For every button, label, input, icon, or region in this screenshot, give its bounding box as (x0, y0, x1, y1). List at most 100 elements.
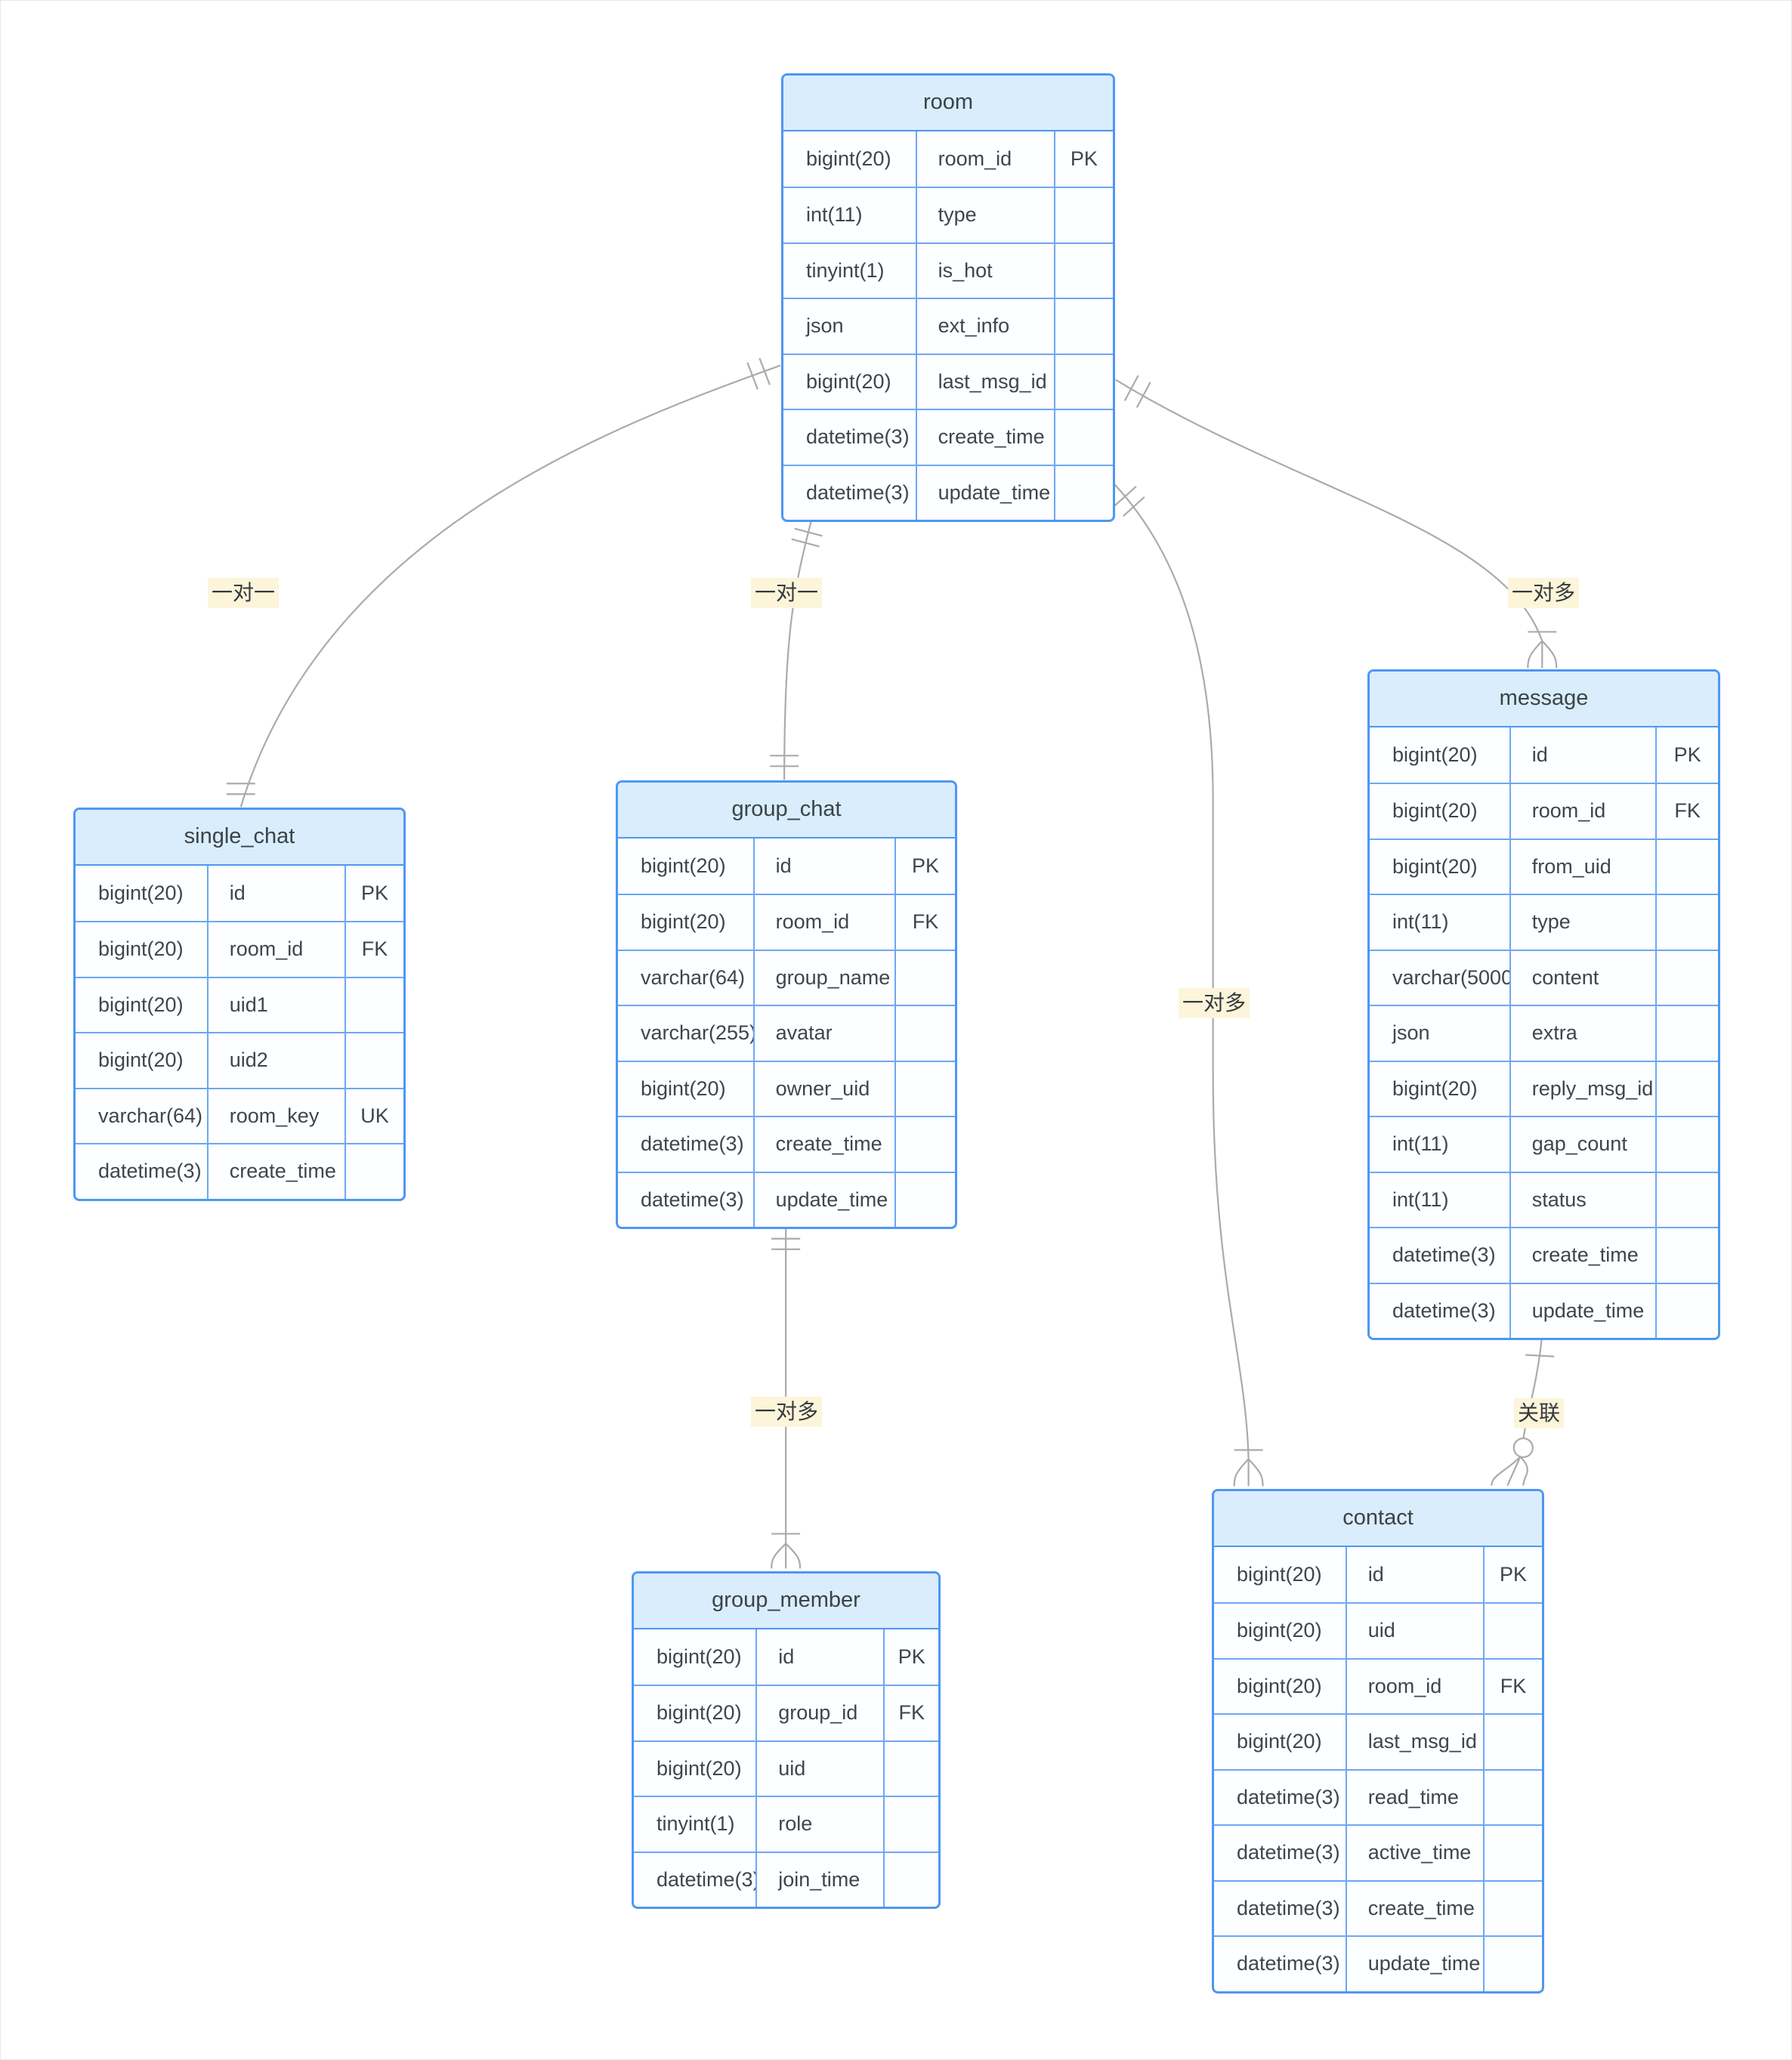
field-key (896, 1062, 955, 1116)
field-type: varchar(64) (76, 1089, 209, 1143)
field-row: datetime(3)create_time (783, 409, 1113, 465)
field-name: id (757, 1629, 885, 1685)
relationship-label-room__contact: 一对多 (1178, 987, 1250, 1019)
field-type: datetime(3) (1214, 1826, 1347, 1880)
field-name: avatar (755, 1006, 896, 1061)
field-type: datetime(3) (618, 1117, 755, 1172)
field-type: bigint(20) (618, 895, 755, 950)
field-name: uid2 (209, 1033, 347, 1088)
field-key: PK (1673, 743, 1701, 766)
field-key (885, 1797, 938, 1852)
field-row: bigint(20)uid (634, 1740, 938, 1796)
field-key (896, 1006, 955, 1061)
cardinality-bar (1135, 381, 1151, 408)
field-key (1055, 244, 1113, 298)
field-type: bigint(20) (634, 1629, 758, 1685)
field-type: datetime(3) (1370, 1228, 1511, 1283)
field-name: read_time (1347, 1770, 1485, 1824)
field-type: bigint(20) (634, 1686, 758, 1740)
field-key (1657, 840, 1718, 894)
field-type: int(11) (1370, 895, 1511, 950)
field-row: datetime(3)update_time (1214, 1935, 1542, 1991)
field-row: int(11)type (1370, 894, 1718, 950)
crow-foot-center (1506, 1456, 1522, 1486)
field-key (1055, 355, 1113, 409)
field-key (1657, 951, 1718, 1005)
field-name: ext_info (917, 299, 1055, 354)
field-type: datetime(3) (76, 1144, 209, 1199)
field-type: bigint(20) (1214, 1604, 1347, 1658)
field-row: varchar(64)group_name (618, 949, 955, 1005)
field-name: is_hot (917, 243, 1055, 298)
field-name: room_id (209, 922, 347, 977)
field-type: bigint(20) (1214, 1659, 1347, 1713)
field-name: update_time (755, 1172, 896, 1227)
field-row: datetime(3)update_time (618, 1171, 955, 1227)
field-key (1055, 188, 1113, 242)
field-name: room_id (1347, 1659, 1485, 1713)
field-name: update_time (1511, 1283, 1658, 1338)
field-type: datetime(3) (634, 1852, 758, 1907)
field-type: int(11) (1370, 1117, 1511, 1172)
field-row: bigint(20)last_msg_id (1214, 1713, 1542, 1769)
field-type: bigint(20) (1370, 1061, 1511, 1116)
field-name: uid (757, 1741, 885, 1796)
field-row: datetime(3)update_time (783, 464, 1113, 520)
field-name: update_time (917, 465, 1055, 520)
field-name: from_uid (1511, 839, 1658, 894)
field-row: int(11)type (783, 187, 1113, 242)
field-type: bigint(20) (1370, 784, 1511, 839)
field-name: join_time (757, 1852, 885, 1907)
crow-foot-left (1491, 1456, 1522, 1486)
cardinality-bar (746, 362, 759, 390)
field-type: datetime(3) (1370, 1283, 1511, 1338)
field-key (1485, 1937, 1542, 1991)
field-type: tinyint(1) (634, 1797, 758, 1852)
edge-room__group_chat (783, 517, 814, 780)
field-key (1657, 1117, 1718, 1172)
field-name: update_time (1347, 1937, 1485, 1991)
field-name: create_time (209, 1144, 347, 1199)
field-key (1055, 299, 1113, 354)
field-name: reply_msg_id (1511, 1061, 1658, 1116)
relationship-label-room__group_chat: 一对一 (750, 577, 823, 609)
relationship-label-message__contact: 关联 (1513, 1398, 1565, 1429)
field-key (1055, 410, 1113, 465)
field-name: last_msg_id (1347, 1715, 1485, 1769)
table-title: contact (1214, 1491, 1542, 1547)
cardinality-bar (1122, 496, 1145, 517)
field-name: uid (1347, 1604, 1485, 1658)
field-name: room_key (209, 1089, 347, 1143)
field-name: room_id (755, 895, 896, 950)
field-name: status (1511, 1172, 1658, 1227)
field-key (346, 1033, 403, 1088)
crow-foot-right (1519, 1456, 1528, 1486)
table-title: message (1370, 672, 1718, 727)
edge-message__contact (1522, 1334, 1543, 1439)
field-key: PK (911, 854, 939, 877)
field-name: last_msg_id (917, 354, 1055, 409)
field-type: datetime(3) (618, 1172, 755, 1227)
field-name: content (1511, 950, 1658, 1005)
crow-foot-right (785, 1543, 802, 1569)
field-type: bigint(20) (618, 838, 755, 894)
field-type: varchar(64) (618, 950, 755, 1005)
field-row: datetime(3)update_time (1370, 1282, 1718, 1338)
